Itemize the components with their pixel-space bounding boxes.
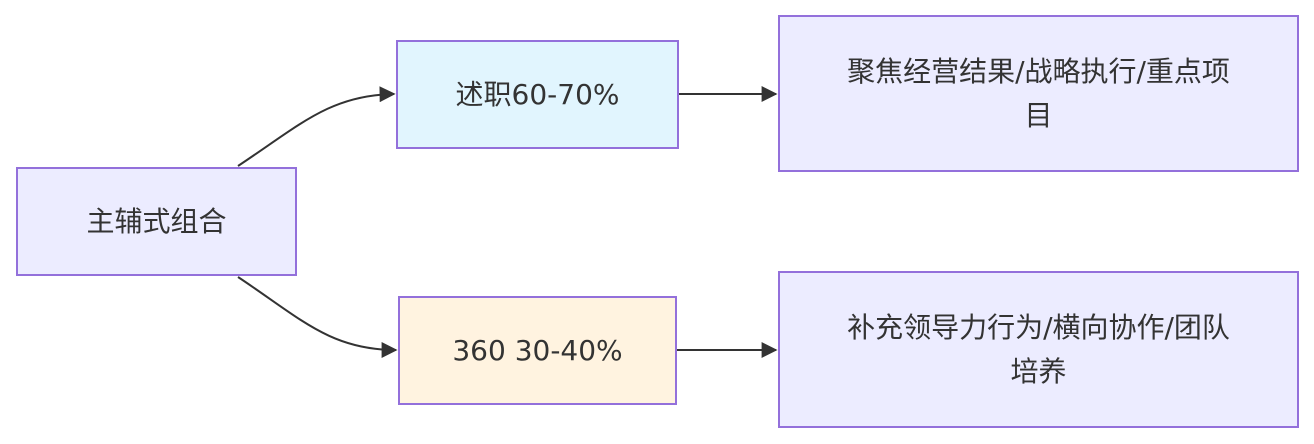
node-360-focus: 补充领导力行为/横向协作/团队培养	[778, 271, 1299, 428]
node-review-weight: 述职60-70%	[396, 40, 679, 149]
node-360-weight: 360 30-40%	[398, 296, 677, 405]
node-label: 述职60-70%	[455, 77, 620, 111]
node-label: 360 30-40%	[452, 333, 623, 367]
node-label: 主辅式组合	[86, 204, 227, 238]
edge-root-to-360	[237, 276, 398, 358]
node-label: 聚焦经营结果/战略执行/重点项目	[847, 54, 1230, 132]
node-review-focus: 聚焦经营结果/战略执行/重点项目	[778, 15, 1299, 172]
node-main-auxiliary-combination: 主辅式组合	[16, 167, 297, 276]
node-label: 补充领导力行为/横向协作/团队培养	[847, 310, 1230, 388]
edge-root-to-review	[237, 86, 396, 167]
